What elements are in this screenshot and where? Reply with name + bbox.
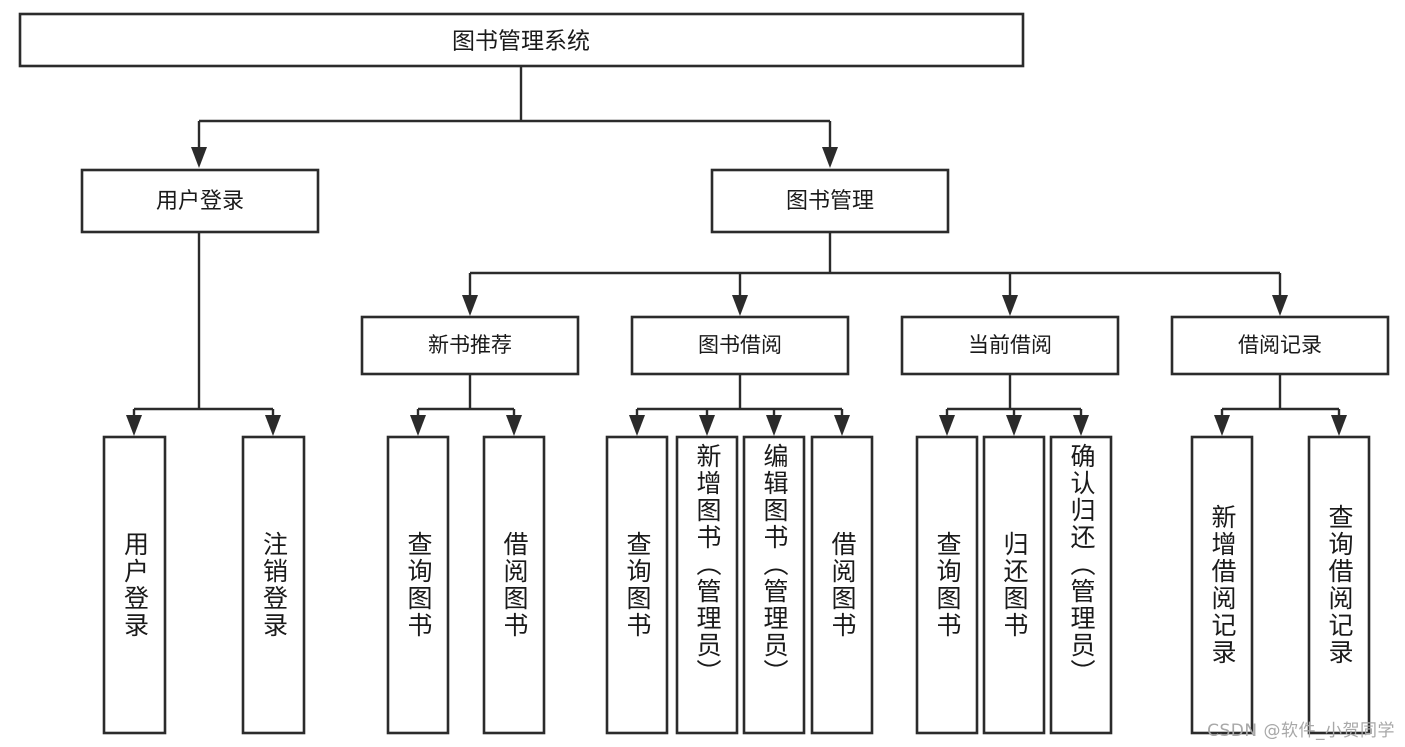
arrowhead-edit-book xyxy=(766,415,782,436)
connector-group-user-login xyxy=(126,232,281,436)
node-leaf-add-record-box[interactable] xyxy=(1190,435,1254,735)
node-new-book-rec[interactable]: 新书推荐 xyxy=(360,315,580,376)
connector-group-book-borrow xyxy=(629,374,850,436)
node-leaf-query-record-box[interactable] xyxy=(1307,435,1371,735)
arrowhead-query-record xyxy=(1331,415,1347,436)
node-book-manage-box[interactable] xyxy=(710,168,950,234)
node-book-borrow[interactable]: 图书借阅 xyxy=(630,315,850,376)
arrowhead-user-login xyxy=(191,147,207,168)
node-book-borrow-label: 图书借阅 xyxy=(698,333,782,357)
arrowhead-add-record xyxy=(1214,415,1230,436)
node-book-manage[interactable]: 图书管理 xyxy=(710,168,950,234)
node-borrow-record-label: 借阅记录 xyxy=(1238,333,1322,357)
node-leaf-query-book-3-box[interactable] xyxy=(915,435,979,735)
arrowhead-leaf-user-login xyxy=(126,415,142,436)
node-leaf-edit-book-box[interactable] xyxy=(742,435,806,735)
arrowhead-borrow-record xyxy=(1272,295,1288,316)
arrowhead-new-book-rec xyxy=(462,295,478,316)
connector-group-root xyxy=(191,66,838,168)
node-user-login-box[interactable] xyxy=(80,168,320,234)
node-leaf-borrow-book-2-box[interactable] xyxy=(810,435,874,735)
arrowhead-borrow-book-1 xyxy=(506,415,522,436)
node-user-login[interactable]: 用户登录 xyxy=(80,168,320,234)
arrowhead-book-manage xyxy=(822,147,838,168)
connector-group-borrow-record xyxy=(1214,374,1347,436)
node-root-label: 图书管理系统 xyxy=(452,29,590,55)
arrowhead-return-book xyxy=(1006,415,1022,436)
node-borrow-record[interactable]: 借阅记录 xyxy=(1170,315,1390,376)
node-leaf-logout-box[interactable] xyxy=(241,435,306,735)
node-book-manage-label: 图书管理 xyxy=(786,189,874,214)
arrowhead-book-borrow xyxy=(732,295,748,316)
arrowhead-query-book-1 xyxy=(410,415,426,436)
arrowhead-current-borrow xyxy=(1002,295,1018,316)
node-current-borrow-label: 当前借阅 xyxy=(968,333,1052,357)
node-current-borrow[interactable]: 当前借阅 xyxy=(900,315,1120,376)
node-book-borrow-box[interactable] xyxy=(630,315,850,376)
node-root-box[interactable] xyxy=(18,12,1025,68)
node-borrow-record-box[interactable] xyxy=(1170,315,1390,376)
csdn-watermark: CSDN @软件_小贺同学 xyxy=(1207,721,1395,741)
arrowhead-confirm-return xyxy=(1073,415,1089,436)
arrowhead-add-book xyxy=(699,415,715,436)
node-leaf-query-book-1-box[interactable] xyxy=(386,435,450,735)
node-leaf-return-book-box[interactable] xyxy=(982,435,1046,735)
node-leaf-add-book-box[interactable] xyxy=(675,435,739,735)
node-leaf-user-login-box[interactable] xyxy=(102,435,167,735)
connector-group-current-borrow xyxy=(939,374,1089,436)
arrowhead-leaf-logout xyxy=(265,415,281,436)
arrowhead-borrow-book-2 xyxy=(834,415,850,436)
node-root[interactable]: 图书管理系统 xyxy=(18,12,1025,68)
node-leaf-query-book-2-box[interactable] xyxy=(605,435,669,735)
node-new-book-rec-box[interactable] xyxy=(360,315,580,376)
arrowhead-query-book-2 xyxy=(629,415,645,436)
node-leaf-confirm-return-box[interactable] xyxy=(1049,435,1113,735)
arrowhead-query-book-3 xyxy=(939,415,955,436)
node-user-login-label: 用户登录 xyxy=(156,189,244,214)
node-leaf-borrow-book-1-box[interactable] xyxy=(482,435,546,735)
leaf-node-group xyxy=(102,435,1371,735)
node-new-book-rec-label: 新书推荐 xyxy=(428,333,512,357)
connector-group-book-manage xyxy=(462,232,1288,316)
connector-group-new-book-rec xyxy=(410,374,522,436)
node-current-borrow-box[interactable] xyxy=(900,315,1120,376)
